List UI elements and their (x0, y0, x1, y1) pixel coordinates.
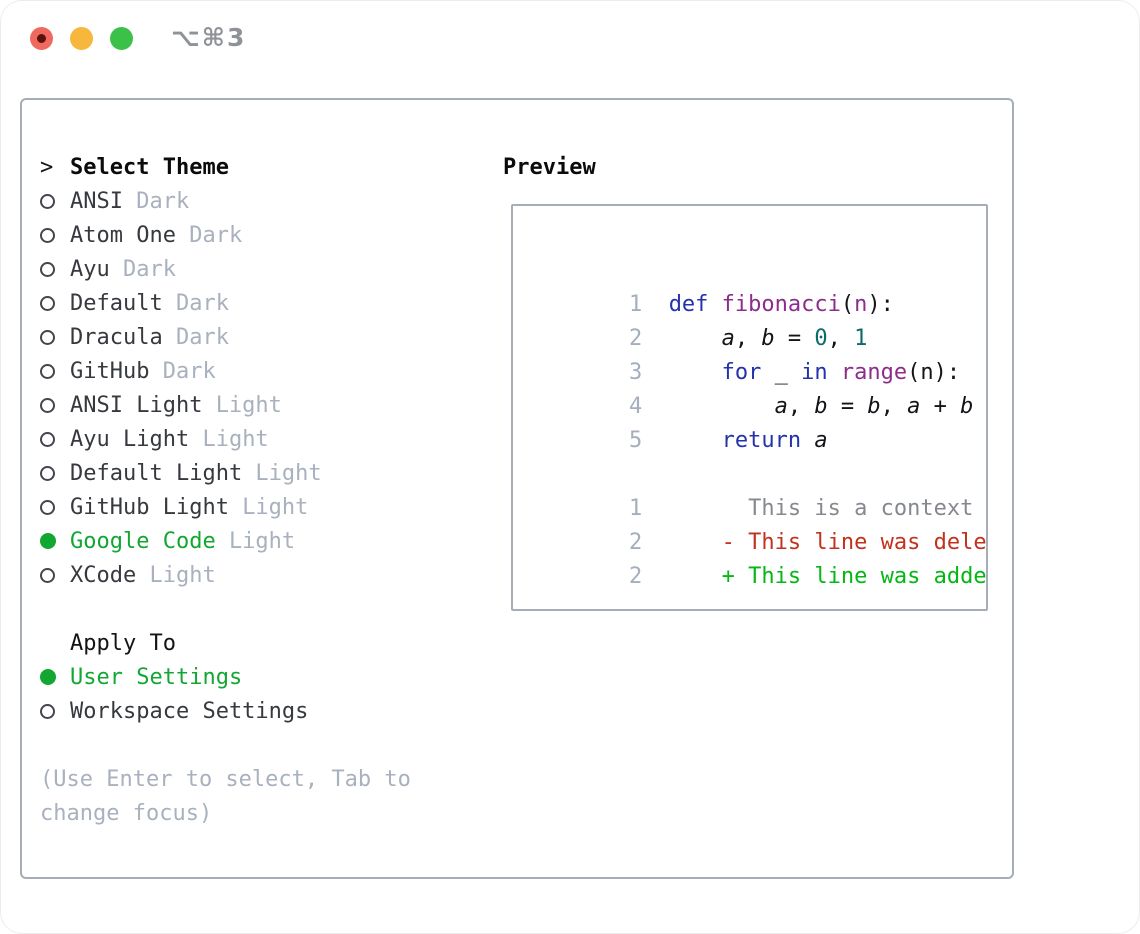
theme-option-default-light[interactable]: Default Light Light (40, 456, 411, 490)
theme-name: GitHub Light (70, 494, 229, 520)
preview-heading: Preview (503, 155, 596, 180)
help-text-line1: (Use Enter to select, Tab to (40, 766, 411, 792)
theme-option-ayu-dark[interactable]: Ayu Dark (40, 252, 411, 286)
theme-name: Dracula (70, 324, 163, 350)
line-number: 3 (628, 360, 643, 385)
apply-to-heading: Apply To (70, 630, 176, 656)
theme-option-dracula-dark[interactable]: Dracula Dark (40, 320, 411, 354)
theme-name: Default Light (70, 460, 243, 486)
theme-variant: Dark (175, 324, 229, 350)
radio-circle-icon (40, 295, 70, 311)
code-line: 4 a, b = b, a + b (523, 356, 986, 419)
radio-circle-selected-icon (40, 669, 70, 685)
radio-circle-icon (40, 261, 70, 277)
close-dot-icon (37, 34, 46, 43)
theme-name: Atom One (70, 222, 176, 248)
theme-name: XCode (70, 562, 137, 588)
theme-name: ANSI (70, 188, 123, 214)
theme-selector-panel: > Select Theme ANSI Dark Atom One Dark A… (40, 150, 411, 830)
diff-added-line: 2 + This line was added. (523, 526, 986, 589)
theme-variant: Light (215, 392, 282, 418)
radio-circle-icon (40, 499, 70, 515)
theme-variant: Light (228, 528, 296, 554)
theme-option-ansi-light[interactable]: ANSI Light Light (40, 388, 411, 422)
apply-option-label: User Settings (70, 664, 243, 690)
line-number: 4 (628, 394, 643, 419)
code-line: 5 return a (523, 390, 986, 453)
cursor-icon: > (40, 154, 54, 180)
radio-circle-icon (40, 431, 70, 447)
theme-option-atom-one-dark[interactable]: Atom One Dark (40, 218, 411, 252)
select-theme-heading-row: > Select Theme (40, 150, 411, 184)
theme-name: Ayu Light (70, 426, 190, 452)
radio-circle-selected-icon (40, 533, 70, 549)
code-line: 3 for _ in range(n): (523, 322, 986, 385)
dialog-panel: > Select Theme ANSI Dark Atom One Dark A… (20, 98, 1014, 879)
zoom-button[interactable] (110, 27, 133, 50)
theme-name: Default (70, 290, 163, 316)
apply-option-user-settings[interactable]: User Settings (40, 660, 411, 694)
close-button[interactable] (30, 27, 53, 50)
minimize-button[interactable] (70, 27, 93, 50)
code-line: 2 a, b = 0, 1 (523, 288, 986, 351)
diff-deleted-line: 2 - This line was deleted. (523, 492, 986, 555)
theme-option-google-code-light[interactable]: Google Code Light (40, 524, 411, 558)
window-title: ⌥⌘3 (171, 23, 247, 52)
line-number: 2 (628, 326, 643, 351)
theme-name: GitHub (70, 358, 150, 384)
radio-circle-icon (40, 363, 70, 379)
theme-variant: Dark (136, 188, 190, 214)
help-text-line2: change focus) (40, 800, 213, 826)
theme-option-ansi-dark[interactable]: ANSI Dark (40, 184, 411, 218)
theme-name: ANSI Light (70, 392, 203, 418)
radio-circle-icon (40, 193, 70, 209)
radio-circle-icon (40, 329, 70, 345)
radio-circle-icon (40, 227, 70, 243)
radio-circle-icon (40, 703, 70, 719)
theme-name: Google Code (70, 528, 216, 554)
radio-circle-icon (40, 567, 70, 583)
theme-variant: Dark (175, 290, 229, 316)
theme-option-default-dark[interactable]: Default Dark (40, 286, 411, 320)
theme-variant: Dark (122, 256, 176, 282)
diff-context-line: 1 This is a context line. (523, 458, 986, 521)
apply-to-heading-row: Apply To (40, 626, 411, 660)
line-number: 1 (628, 292, 643, 317)
theme-option-xcode-light[interactable]: XCode Light (40, 558, 411, 592)
line-number: 2 (628, 530, 643, 555)
theme-variant: Light (149, 562, 216, 588)
theme-option-github-dark[interactable]: GitHub Dark (40, 354, 411, 388)
radio-circle-icon (40, 397, 70, 413)
theme-option-github-light[interactable]: GitHub Light Light (40, 490, 411, 524)
apply-option-workspace-settings[interactable]: Workspace Settings (40, 694, 411, 728)
spacer (40, 728, 411, 762)
theme-name: Ayu (70, 256, 110, 282)
line-number: 2 (628, 564, 643, 589)
theme-option-ayu-light[interactable]: Ayu Light Light (40, 422, 411, 456)
line-number: 5 (628, 428, 643, 453)
select-theme-heading: Select Theme (70, 154, 229, 180)
titlebar: ⌥⌘3 (1, 1, 1139, 76)
apply-option-label: Workspace Settings (70, 698, 309, 724)
theme-variant: Light (202, 426, 269, 452)
theme-variant: Light (255, 460, 322, 486)
theme-variant: Dark (162, 358, 216, 384)
spacer (40, 592, 411, 626)
line-number: 1 (628, 496, 643, 521)
traffic-lights (30, 27, 133, 50)
theme-variant: Light (242, 494, 309, 520)
theme-variant: Dark (189, 222, 243, 248)
radio-circle-icon (40, 465, 70, 481)
